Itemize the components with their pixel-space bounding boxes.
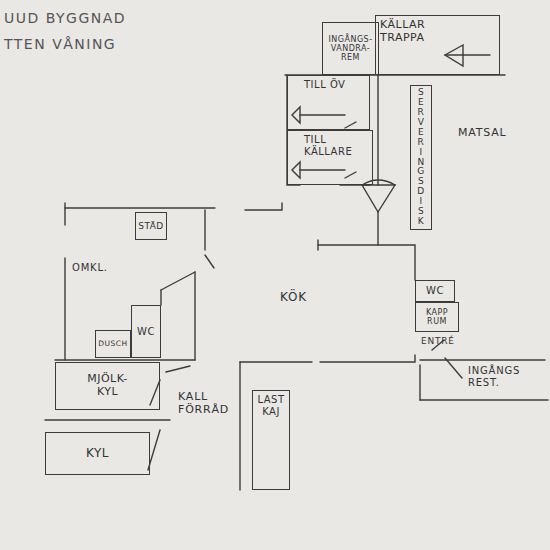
- room-box: KYL: [45, 432, 150, 475]
- room-box: KAPP RUM: [415, 302, 459, 332]
- stair-arrow-head: [445, 45, 463, 66]
- room-name: WC: [426, 285, 444, 297]
- room-box: WC: [415, 280, 455, 302]
- room-name: STÄD: [138, 221, 164, 231]
- wall: [65, 207, 215, 208]
- room-name: KÄLLAR TRAPPA: [380, 19, 440, 44]
- wall: [318, 245, 415, 280]
- room-name: KAPP RUM: [416, 308, 458, 326]
- room-box: TILL ÖV: [287, 75, 370, 130]
- room-name: LAST KAJ: [256, 394, 286, 417]
- room-box: KÄLLAR TRAPPA: [375, 15, 500, 75]
- stair-arrow-head: [292, 162, 300, 178]
- door-leaf: [345, 122, 356, 128]
- wall: [55, 359, 195, 360]
- door-leaf: [166, 366, 190, 372]
- wall: [419, 365, 420, 400]
- door-leaf: [445, 358, 462, 378]
- wall: [420, 399, 548, 400]
- room-label: INGÅNGS REST.: [468, 365, 540, 389]
- door-leaf: [161, 272, 195, 290]
- wall: [64, 258, 65, 360]
- room-box: STÄD: [135, 212, 167, 240]
- wall: [377, 75, 378, 185]
- room-label: OMKL.: [72, 262, 108, 274]
- room-box: INGÅNGS- VANDRA- REM: [322, 22, 379, 75]
- door-leaf: [150, 380, 160, 405]
- wall: [320, 355, 415, 362]
- wall: [204, 210, 205, 250]
- room-label: KÖK: [280, 290, 307, 304]
- room-name: TILL KÄLLARE: [304, 134, 364, 157]
- room-name: TILL ÖV: [304, 79, 345, 91]
- plan-title: UUD BYGGNAD: [4, 10, 126, 26]
- wall: [64, 203, 65, 225]
- room-label: ENTRÉ: [421, 336, 455, 347]
- room-box: LAST KAJ: [252, 390, 290, 490]
- room-name: KYL: [86, 447, 109, 461]
- room-label: MATSAL: [458, 126, 507, 139]
- room-label: KALL FÖRRÅD: [178, 390, 236, 416]
- room-label: TTEN VÅNING: [4, 36, 116, 52]
- wall: [160, 290, 161, 305]
- wall: [377, 212, 378, 245]
- stair-arrow: [300, 169, 345, 170]
- room-box: WC: [131, 305, 161, 358]
- room-box: SERVERINGSDISK: [410, 85, 432, 230]
- stair-arrow: [300, 114, 345, 115]
- stair-arrow: [445, 54, 490, 55]
- room-box: MJÖLK- KYL: [55, 362, 160, 410]
- wall: [45, 419, 170, 420]
- room-name: DUSCH: [98, 340, 127, 349]
- door-leaf: [205, 255, 214, 268]
- wall: [317, 240, 318, 250]
- stair-arrow-head: [292, 107, 300, 123]
- room-name: INGÅNGS- VANDRA- REM: [323, 35, 378, 63]
- wall: [194, 272, 195, 360]
- room-box: TILL KÄLLARE: [287, 130, 373, 185]
- wall: [240, 361, 312, 362]
- room-name: MJÖLK- KYL: [82, 373, 134, 398]
- door-leaf: [345, 172, 356, 178]
- swing-door: [362, 185, 395, 212]
- wall: [245, 203, 282, 210]
- room-box: DUSCH: [95, 330, 131, 358]
- room-name: WC: [137, 326, 155, 338]
- vertical-room-label: SERVERINGSDISK: [417, 88, 426, 226]
- wall: [239, 362, 240, 490]
- wall: [420, 359, 545, 360]
